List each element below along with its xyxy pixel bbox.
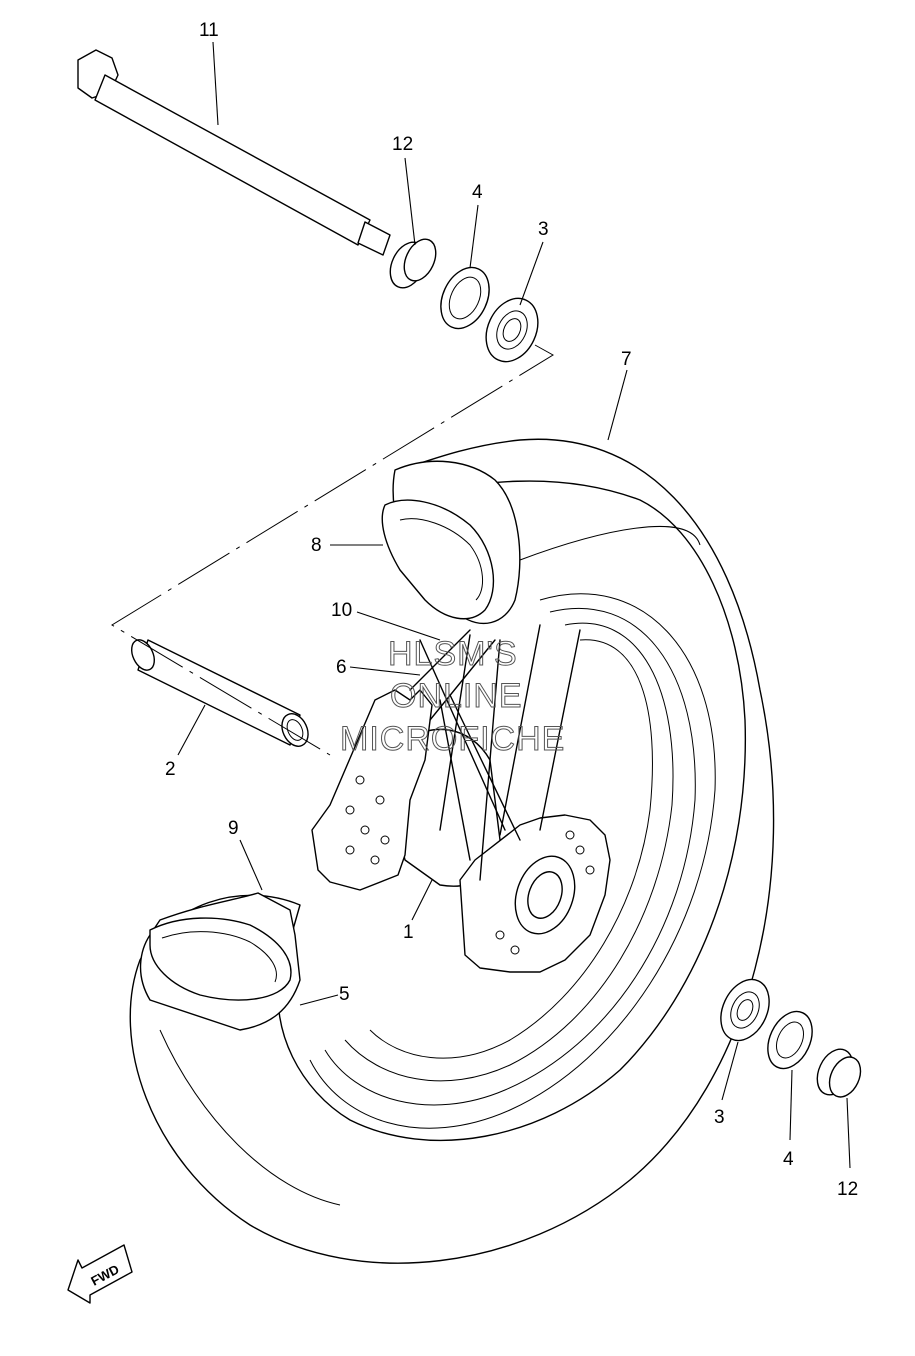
watermark-line-2: ONLINE [390,677,523,715]
rim [309,593,716,1129]
callout-12-upper: 12 [392,134,413,155]
upper-spacer [389,238,437,289]
callout-11: 11 [199,20,219,41]
axle-collar [130,639,309,747]
upper-oil-seal [440,266,490,330]
callout-12-lower: 12 [837,1179,858,1200]
watermark-line-3: MICROFICHE [340,720,565,758]
watermark: HLSM'S ONLINE MICROFICHE [340,635,565,759]
fwd-arrow-icon: FWD [67,1244,133,1304]
callout-6: 6 [336,657,347,678]
callout-2: 2 [165,759,176,780]
callout-3-upper: 3 [538,219,549,240]
lower-bearing [720,978,770,1042]
hub [311,689,611,973]
callout-4-lower: 4 [783,1149,794,1170]
callout-3-lower: 3 [714,1107,725,1128]
callout-leaders [177,41,851,1169]
inner-tube [139,892,301,1031]
callout-9: 9 [228,818,239,839]
upper-bearing [485,297,539,363]
lower-spacer [816,1048,862,1098]
tire [129,438,775,1264]
rim-band [381,460,521,625]
axle [77,49,391,256]
spokes [409,624,581,881]
watermark-line-1: HLSM'S [388,635,518,673]
callout-7: 7 [621,349,632,370]
lower-oil-seal [767,1010,813,1070]
callout-10: 10 [331,600,352,621]
callout-labels: 11 12 4 3 7 8 10 6 2 9 1 5 3 4 12 [165,20,858,1200]
callout-5: 5 [339,984,350,1005]
callout-8: 8 [311,535,322,556]
callout-4-upper: 4 [472,182,483,203]
callout-1: 1 [403,922,414,943]
